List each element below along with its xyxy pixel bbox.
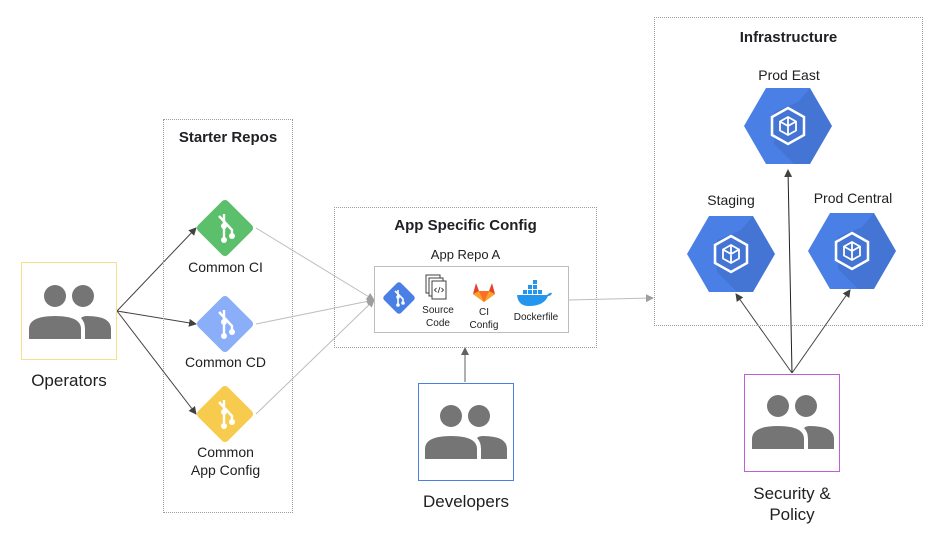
arrow-operators-ci [116, 227, 197, 312]
git-icon [196, 385, 254, 443]
source-code-label-line1: Source [422, 305, 454, 316]
kubernetes-engine-icon [808, 213, 896, 289]
source-code-label-line2: Code [426, 318, 450, 329]
kubernetes-engine-icon [687, 216, 775, 292]
security-box [744, 374, 840, 472]
kubernetes-engine-icon [744, 88, 832, 164]
developers-box [418, 383, 514, 481]
source-code-icon [425, 274, 447, 300]
app-config-container [334, 207, 597, 348]
staging-label: Staging [707, 192, 755, 208]
arrow-operators-cd [116, 310, 197, 327]
gitlab-icon [473, 283, 495, 302]
arrow-security-prodeast [784, 169, 793, 374]
arrow-cd-apprepo [255, 297, 375, 325]
developers-label: Developers [423, 492, 509, 511]
operators-box [21, 262, 117, 360]
app-repo-label: App Repo A [430, 247, 501, 262]
arrow-operators-appconfig [116, 310, 197, 415]
arrow-security-staging [735, 293, 793, 374]
arrow-security-prodcentral [791, 289, 851, 374]
security-label-line1: Security & [753, 484, 831, 503]
common-ci-label: Common CI [188, 259, 263, 275]
starter-repos-title: Starter Repos [178, 129, 278, 146]
prod-central-label: Prod Central [813, 190, 893, 206]
common-app-config-label-line2: App Config [190, 462, 261, 478]
operators-label: Operators [31, 371, 107, 390]
git-icon [196, 295, 254, 353]
security-label-line2: Policy [769, 505, 815, 524]
arrow-apprepo-infra [568, 294, 654, 303]
infrastructure-container [654, 17, 923, 326]
git-icon [196, 199, 254, 257]
infrastructure-title: Infrastructure [739, 29, 838, 46]
prod-east-label: Prod East [758, 67, 820, 83]
git-icon [383, 282, 415, 314]
common-cd-label: Common CD [185, 354, 266, 370]
docker-icon [517, 280, 552, 306]
arrow-appconfig-apprepo [255, 299, 375, 415]
starter-repos-container [163, 119, 293, 513]
ci-config-label-line2: Config [469, 320, 499, 331]
app-config-title: App Specific Config [394, 217, 537, 234]
arrow-ci-apprepo [255, 227, 375, 301]
ci-config-label-line1: CI [479, 307, 489, 318]
dockerfile-label: Dockerfile [513, 312, 559, 323]
common-app-config-label-line1: Common [197, 444, 254, 460]
